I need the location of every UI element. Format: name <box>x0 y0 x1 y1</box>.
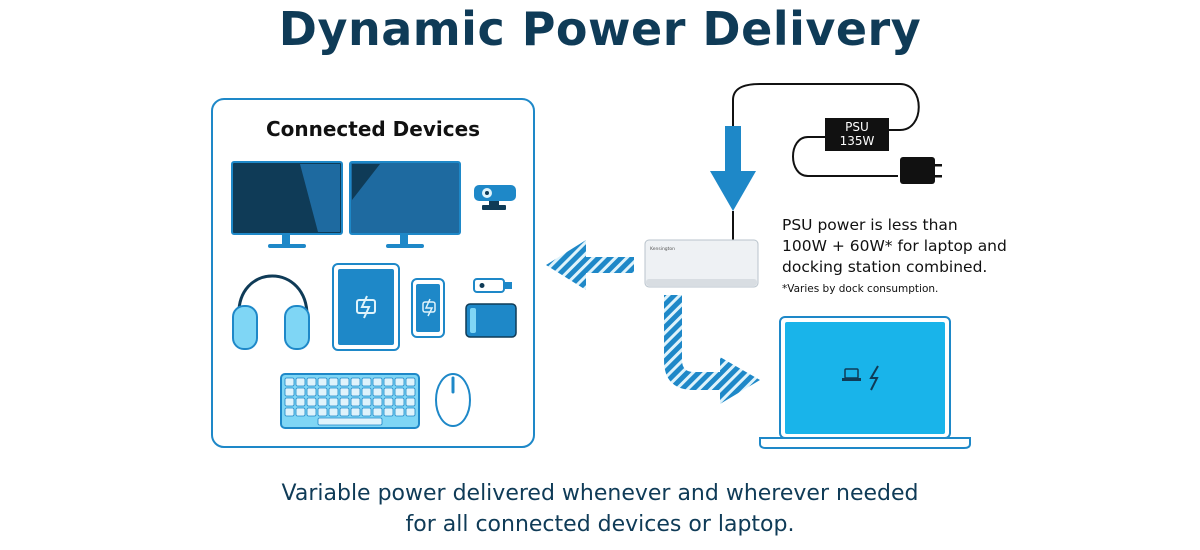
psu-label-line1: PSU <box>845 120 869 134</box>
keyboard-key <box>339 377 350 387</box>
keyboard-key <box>350 397 361 407</box>
mouse-icon <box>435 373 471 427</box>
keyboard-key <box>306 407 317 417</box>
keyboard-key <box>306 397 317 407</box>
keyboard-key <box>284 377 295 387</box>
keyboard-key <box>339 397 350 407</box>
keyboard-key <box>295 377 306 387</box>
keyboard-key <box>295 397 306 407</box>
psu-power-brick: PSU 135W <box>792 118 898 177</box>
keyboard-key <box>361 377 372 387</box>
keyboard-spacebar <box>317 417 383 426</box>
keyboard-key <box>372 387 383 397</box>
note-line: 100W + 60W* for laptop and <box>782 237 1007 255</box>
connected-devices-heading: Connected Devices <box>266 117 480 141</box>
page-title: Dynamic Power Delivery <box>278 2 922 56</box>
keyboard-key <box>405 377 416 387</box>
keyboard-key <box>372 407 383 417</box>
keyboard-key <box>317 377 328 387</box>
headphones-icon <box>232 274 310 350</box>
keyboard-key <box>284 407 295 417</box>
power-input-arrow <box>710 83 920 241</box>
tablet-icon <box>332 263 400 351</box>
keyboard-key <box>317 387 328 397</box>
caption-line: for all connected devices or laptop. <box>405 512 795 537</box>
docking-station: Kensington <box>644 239 759 288</box>
power-arrow-to-laptop <box>664 295 760 404</box>
keyboard-key <box>306 377 317 387</box>
note-line: PSU power is less than <box>782 216 958 234</box>
power-arrow-to-devices <box>546 240 634 290</box>
keyboard-key <box>328 407 339 417</box>
keyboard-key <box>383 397 394 407</box>
keyboard-key <box>394 407 405 417</box>
webcam-icon <box>474 185 516 210</box>
keyboard-key <box>339 387 350 397</box>
keyboard-key <box>394 387 405 397</box>
portable-drive-icon <box>465 303 517 338</box>
keyboard-key <box>284 397 295 407</box>
keyboard-key <box>394 377 405 387</box>
psu-label-line2: 135W <box>840 134 875 148</box>
connected-devices-panel: Connected Devices <box>211 98 535 448</box>
caption-line: Variable power delivered whenever and wh… <box>281 481 919 506</box>
psu-footnote: *Varies by dock consumption. <box>782 283 939 295</box>
dock-brand: Kensington <box>650 246 675 252</box>
caption: Variable power delivered whenever and wh… <box>0 478 1200 540</box>
keyboard-key <box>306 387 317 397</box>
keyboard-key <box>372 377 383 387</box>
keyboard-key <box>372 397 383 407</box>
keyboard-key <box>328 377 339 387</box>
keyboard-key <box>394 397 405 407</box>
laptop-icon <box>759 316 971 449</box>
phone-icon <box>411 278 445 338</box>
keyboard-key <box>284 387 295 397</box>
keyboard-key <box>350 387 361 397</box>
psu-power-note: PSU power is less than 100W + 60W* for l… <box>782 215 1022 278</box>
keyboard-key <box>405 407 416 417</box>
keyboard-key <box>328 397 339 407</box>
monitor-icon <box>231 161 343 248</box>
usb-drive-icon <box>473 278 512 293</box>
keyboard-key <box>350 377 361 387</box>
keyboard-key <box>361 407 372 417</box>
keyboard-key <box>383 407 394 417</box>
keyboard-key <box>383 377 394 387</box>
keyboard-key <box>361 397 372 407</box>
keyboard-key <box>317 407 328 417</box>
keyboard-key <box>350 407 361 417</box>
note-line: docking station combined. <box>782 258 988 276</box>
keyboard-key <box>328 387 339 397</box>
monitor-icon <box>349 161 461 248</box>
keyboard-key <box>295 387 306 397</box>
keyboard-key <box>339 407 350 417</box>
keyboard-icon <box>280 373 420 429</box>
keyboard-key <box>405 397 416 407</box>
keyboard-key <box>361 387 372 397</box>
keyboard-key <box>383 387 394 397</box>
wall-plug-icon <box>900 157 942 184</box>
keyboard-key <box>317 397 328 407</box>
keyboard-key <box>295 407 306 417</box>
keyboard-key <box>405 387 416 397</box>
